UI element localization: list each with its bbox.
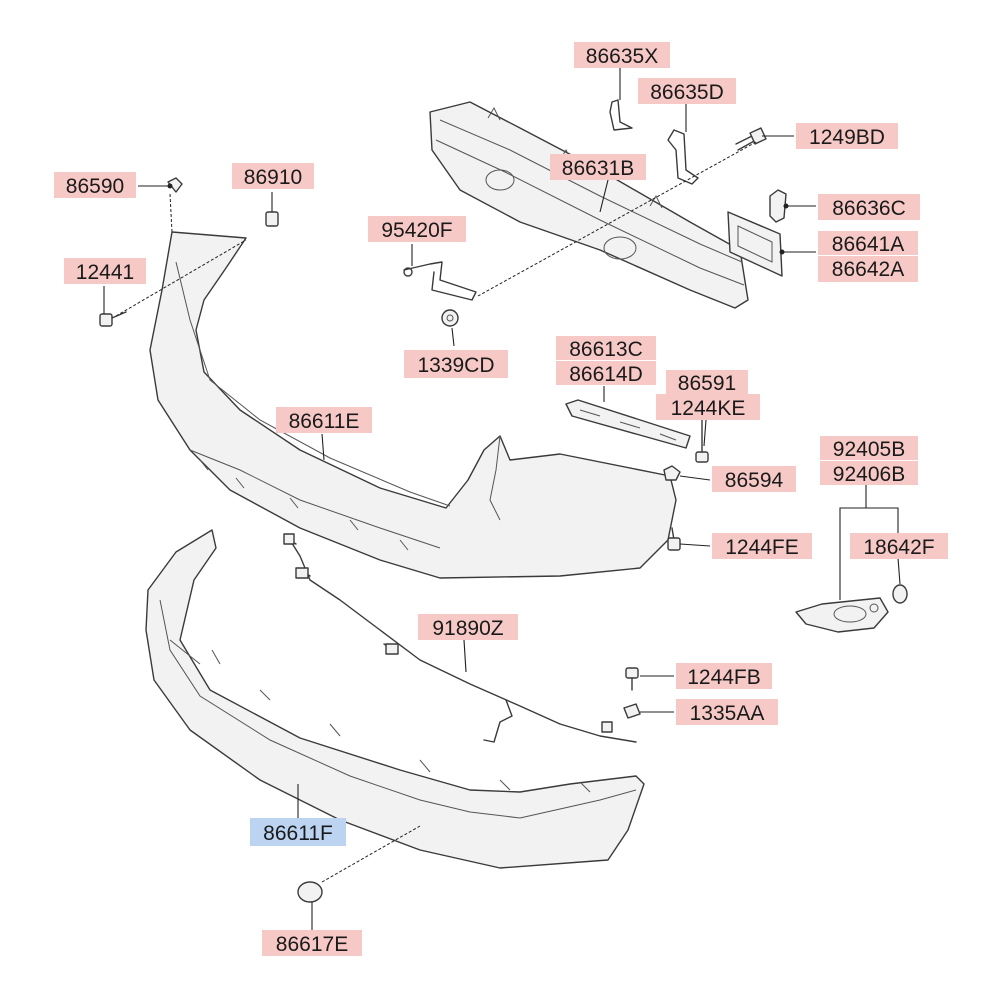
wiring-harness-91890z-drawing bbox=[283, 533, 637, 743]
lower-bumper-cover-86611f-drawing bbox=[145, 529, 645, 869]
clip-86590-drawing bbox=[167, 177, 183, 193]
label-86631b-text: 86631B bbox=[562, 157, 634, 180]
label-86613c[interactable]: 86613C bbox=[556, 336, 656, 361]
label-86642a[interactable]: 86642A bbox=[818, 256, 918, 282]
label-1244fe-text: 1244FE bbox=[725, 536, 799, 559]
label-86635x[interactable]: 86635X bbox=[574, 42, 670, 68]
label-1335aa-text: 1335AA bbox=[690, 702, 765, 725]
label-12441[interactable]: 12441 bbox=[64, 258, 146, 284]
nut-1335aa-drawing bbox=[623, 703, 641, 719]
label-18642f[interactable]: 18642F bbox=[850, 533, 948, 559]
leader-lines bbox=[103, 66, 901, 930]
nut-1339cd-drawing bbox=[441, 309, 459, 327]
label-86614d[interactable]: 86614D bbox=[556, 361, 656, 386]
label-1244fb-text: 1244FB bbox=[687, 666, 761, 689]
label-91890z[interactable]: 91890Z bbox=[418, 614, 518, 640]
label-92405b-text: 92405B bbox=[833, 438, 905, 461]
label-1244fb[interactable]: 1244FB bbox=[676, 663, 772, 689]
label-92405b[interactable]: 92405B bbox=[820, 436, 918, 461]
label-86591-text: 86591 bbox=[678, 372, 736, 395]
label-86636c[interactable]: 86636C bbox=[818, 194, 920, 220]
plug-86617e-drawing bbox=[297, 881, 323, 903]
moulding-86613c-drawing bbox=[565, 399, 691, 449]
bracket-95420f-drawing bbox=[403, 261, 477, 301]
label-86591[interactable]: 86591 bbox=[666, 370, 748, 395]
label-86635d-text: 86635D bbox=[650, 81, 724, 104]
label-86617e-text: 86617E bbox=[276, 933, 348, 956]
label-1244ke-text: 1244KE bbox=[671, 397, 746, 420]
label-92406b[interactable]: 92406B bbox=[820, 461, 918, 486]
label-18642f-text: 18642F bbox=[863, 536, 934, 559]
screw-12441-drawing bbox=[99, 311, 127, 327]
label-86611e[interactable]: 86611E bbox=[276, 407, 372, 433]
bracket-plate-86641a-drawing bbox=[727, 211, 783, 277]
upper-bumper-cover-86611e-drawing bbox=[149, 231, 677, 579]
label-86635d[interactable]: 86635D bbox=[638, 78, 736, 104]
label-86590[interactable]: 86590 bbox=[54, 172, 136, 198]
label-86614d-text: 86614D bbox=[569, 363, 643, 386]
label-95420f-text: 95420F bbox=[381, 219, 452, 242]
label-92406b-text: 92406B bbox=[833, 463, 905, 486]
label-86594[interactable]: 86594 bbox=[712, 466, 796, 492]
reflector-92405b-drawing bbox=[795, 597, 889, 633]
label-1249bd-text: 1249BD bbox=[809, 126, 885, 149]
label-86611e-text: 86611E bbox=[289, 410, 360, 433]
bolt-1249bd-drawing bbox=[735, 127, 767, 151]
retainer-86910-drawing bbox=[265, 211, 279, 227]
label-86641a-text: 86641A bbox=[832, 233, 904, 256]
label-86631b[interactable]: 86631B bbox=[550, 154, 646, 180]
label-86635x-text: 86635X bbox=[586, 45, 658, 68]
label-12441-text: 12441 bbox=[76, 261, 134, 284]
label-86642a-text: 86642A bbox=[832, 258, 904, 281]
bolt-1244fb-drawing bbox=[625, 667, 639, 691]
bracket-86635x-drawing bbox=[609, 99, 633, 131]
label-1249bd[interactable]: 1249BD bbox=[796, 123, 898, 149]
label-86641a[interactable]: 86641A bbox=[818, 231, 918, 256]
label-91890z-text: 91890Z bbox=[432, 617, 503, 640]
label-95420f[interactable]: 95420F bbox=[368, 216, 466, 242]
label-86590-text: 86590 bbox=[66, 175, 124, 198]
label-1339cd-text: 1339CD bbox=[417, 354, 494, 377]
label-1244fe[interactable]: 1244FE bbox=[712, 533, 812, 559]
label-1335aa[interactable]: 1335AA bbox=[676, 699, 778, 725]
label-1244ke[interactable]: 1244KE bbox=[656, 394, 760, 420]
label-86910-text: 86910 bbox=[244, 166, 302, 189]
bracket-86635d-drawing bbox=[667, 129, 699, 185]
label-1339cd[interactable]: 1339CD bbox=[404, 350, 508, 378]
clip-86594-drawing bbox=[663, 465, 681, 481]
bumper-beam-86631b-drawing bbox=[429, 101, 749, 309]
label-86611f-text: 86611F bbox=[263, 822, 333, 845]
clip-86636c-drawing bbox=[769, 189, 787, 223]
bulb-18642f-drawing bbox=[892, 584, 908, 604]
label-86594-text: 86594 bbox=[725, 469, 784, 492]
label-86611f-selected[interactable]: 86611F bbox=[250, 818, 346, 846]
label-86613c-text: 86613C bbox=[569, 338, 643, 361]
label-86636c-text: 86636C bbox=[832, 197, 906, 220]
screw-1244ke-drawing bbox=[695, 417, 709, 463]
label-86910[interactable]: 86910 bbox=[232, 163, 314, 189]
label-86617e[interactable]: 86617E bbox=[262, 930, 362, 956]
